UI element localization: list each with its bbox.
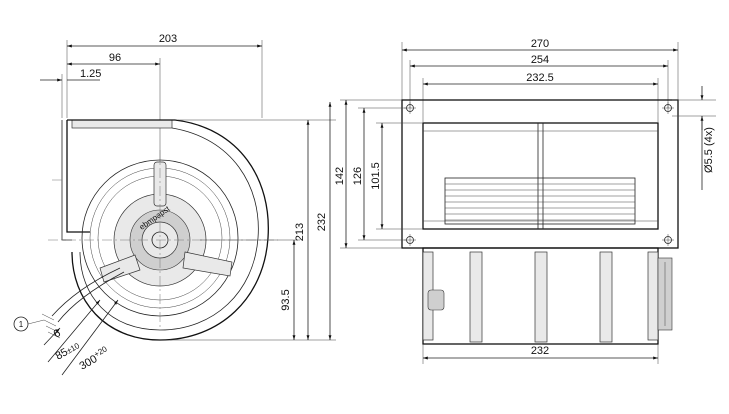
dim-opening-height: 101.5 — [370, 162, 382, 190]
dim-flange-width: 270 — [531, 38, 549, 50]
dim-hole-spacing-vertical: 126 — [352, 167, 364, 185]
dim-hole-callout: Ø5.5 (4x) — [703, 127, 715, 173]
dim-flange-height: 142 — [334, 167, 346, 185]
dim-housing-width: 232 — [531, 345, 549, 357]
outlet-flange — [401, 99, 679, 249]
impeller-blades — [444, 177, 636, 225]
motor-arm-left — [99, 254, 141, 283]
cable-gland — [427, 289, 445, 311]
dim-wire-sleeve: 85±10 — [54, 339, 83, 362]
dim-flange-thickness: 1.25 — [80, 68, 101, 80]
dim-height-overall: 232 — [316, 213, 328, 231]
callout-number: 1 — [19, 320, 24, 329]
dim-outlet-height: 213 — [294, 223, 306, 241]
motor-arm-right — [182, 251, 233, 277]
dim-motor-axis-offset: 96 — [109, 52, 121, 64]
dim-hole-spacing: 254 — [531, 54, 549, 66]
dim-wire-strip: 6 — [52, 327, 63, 340]
front-view: 203 96 1.25 ebmpapst — [13, 33, 336, 376]
dim-width-overall: 203 — [159, 33, 177, 45]
outlet-opening — [422, 122, 659, 230]
dim-axis-height: 93.5 — [280, 289, 292, 310]
side-view: 270 254 232.5 — [334, 38, 716, 364]
dim-inner-width: 232.5 — [526, 72, 554, 84]
